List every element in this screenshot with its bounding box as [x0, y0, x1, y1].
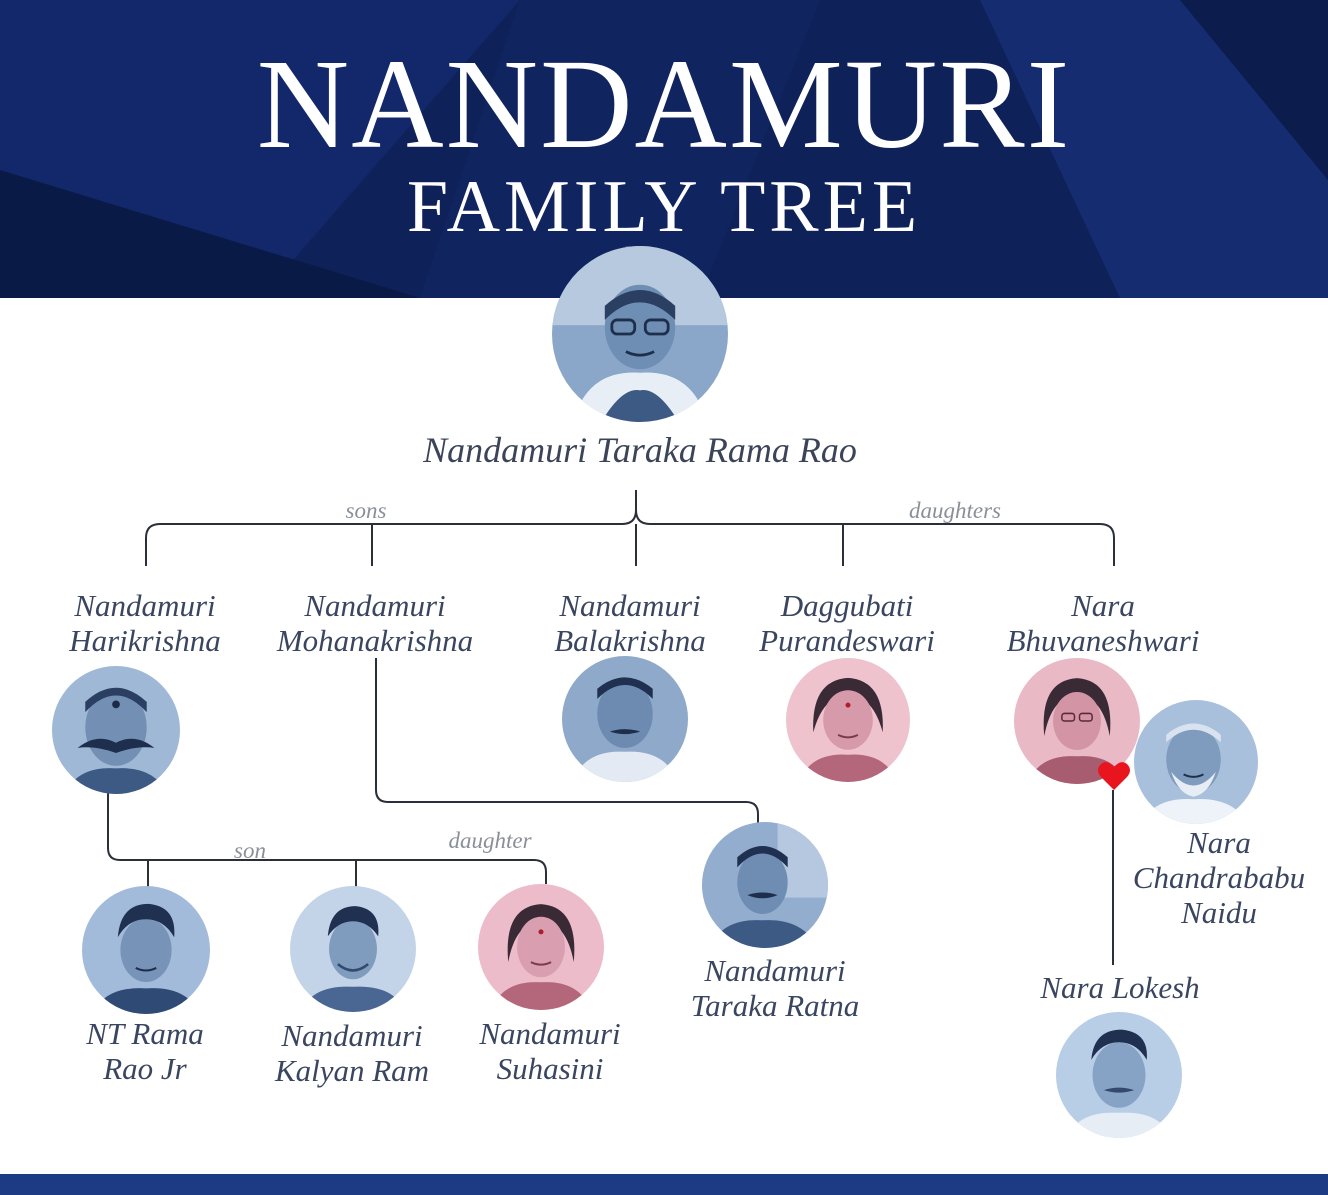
heart-icon — [1098, 762, 1130, 790]
relation-label-daughters: daughters — [909, 498, 1001, 523]
name-line: Nandamuri — [304, 588, 446, 623]
name-line: Nandamuri — [479, 1016, 621, 1051]
name-line: Nandamuri — [559, 588, 701, 623]
avatar-taraka-ratna — [702, 822, 828, 948]
name-line: Harikrishna — [69, 623, 221, 658]
avatar-ntr — [552, 246, 728, 422]
name-purandeswari: Daggubati Purandeswari — [722, 588, 972, 658]
avatar-lokesh — [1056, 1012, 1182, 1138]
name-line: Nandamuri — [74, 588, 216, 623]
name-suhasini: Nandamuri Suhasini — [430, 1016, 670, 1086]
name-chandrababu: Nara Chandrababu Naidu — [1110, 825, 1328, 930]
name-line: Suhasini — [496, 1051, 604, 1086]
name-ntr: Nandamuri Taraka Rama Rao — [423, 430, 857, 470]
name-ntr-jr: NT Rama Rao Jr — [40, 1016, 250, 1086]
name-line: Rao Jr — [103, 1051, 187, 1086]
avatar-chandrababu — [1134, 700, 1258, 824]
name-line: Kalyan Ram — [274, 1053, 430, 1088]
relation-label-sons: sons — [345, 498, 387, 523]
name-line: Daggubati — [780, 588, 914, 623]
page-title: NANDAMURI — [256, 33, 1072, 175]
header-background-shapes — [0, 0, 1328, 298]
name-harikrishna: Nandamuri Harikrishna — [20, 588, 270, 658]
relation-label-son: son — [234, 838, 266, 863]
name-line: Nandamuri — [281, 1018, 423, 1053]
name-taraka-ratna: Nandamuri Taraka Ratna — [640, 953, 910, 1023]
name-line: Chandrababu — [1132, 860, 1306, 895]
name-line: Purandeswari — [759, 623, 935, 658]
header-banner: NANDAMURI FAMILY TREE — [0, 0, 1328, 298]
name-line: Nara — [1071, 588, 1135, 623]
avatar-kalyan-ram — [290, 886, 416, 1012]
name-line: NT Rama — [86, 1016, 204, 1051]
avatar-ntr-jr — [82, 886, 210, 1014]
connector-harikrishna-children — [107, 792, 547, 884]
name-mohanakrishna: Nandamuri Mohanakrishna — [250, 588, 500, 658]
name-bhuvaneshwari: Nara Bhuvaneshwari — [978, 588, 1228, 658]
name-line: Mohanakrishna — [276, 623, 474, 658]
footer-bar — [0, 1174, 1328, 1195]
relation-label-daughter: daughter — [448, 828, 532, 853]
name-line: Balakrishna — [554, 623, 706, 658]
avatar-purandeswari — [786, 658, 910, 782]
name-line: Nara — [1187, 825, 1251, 860]
name-lokesh: Nara Lokesh — [1040, 970, 1200, 1005]
connector-taraka-ratna — [375, 658, 759, 824]
page-subtitle: FAMILY TREE — [406, 166, 922, 248]
avatar-suhasini — [478, 884, 604, 1010]
name-line: Bhuvaneshwari — [1006, 623, 1200, 658]
name-line: Taraka Ratna — [690, 988, 860, 1023]
name-kalyan-ram: Nandamuri Kalyan Ram — [232, 1018, 472, 1088]
name-line: Nandamuri — [704, 953, 846, 988]
avatar-balakrishna — [562, 656, 688, 782]
sons-bracket — [145, 490, 637, 566]
name-line: Naidu — [1181, 895, 1257, 930]
name-balakrishna: Nandamuri Balakrishna — [505, 588, 755, 658]
avatar-harikrishna — [52, 666, 180, 794]
daughters-bracket — [635, 509, 1115, 566]
